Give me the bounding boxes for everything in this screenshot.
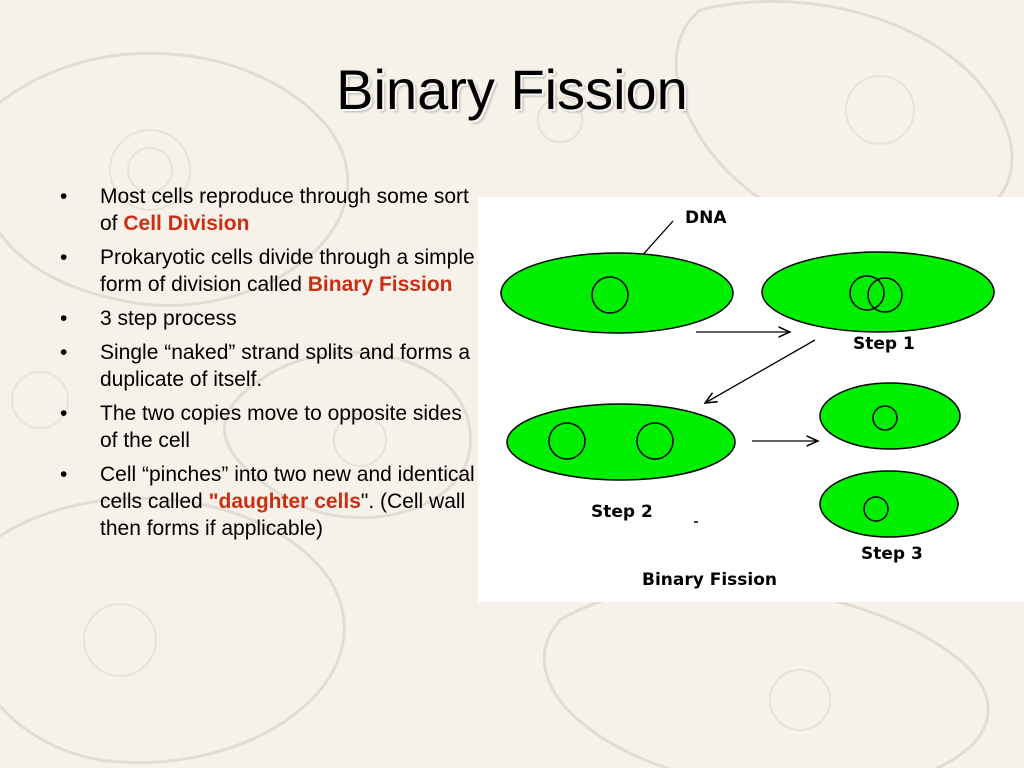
bullet-item: • Most cells reproduce through some sort…: [54, 183, 484, 237]
bullet-glyph: •: [60, 246, 68, 269]
bullet-text: 3 step process: [100, 307, 237, 330]
bullet-glyph: •: [60, 463, 68, 486]
step1-cell: [761, 251, 995, 333]
bullet-list: • Most cells reproduce through some sort…: [54, 183, 484, 549]
bullet-glyph: •: [60, 185, 68, 208]
daughter-cell-top: [819, 382, 961, 450]
daughter-cell-bottom: [819, 470, 959, 538]
binary-fission-diagram: DNA Step 1 Step 2 Step 3 Binary Fission: [478, 197, 1024, 602]
dna-copy-circle: [867, 277, 903, 313]
bullet-glyph: •: [60, 341, 68, 364]
dna-circle: [591, 276, 629, 314]
bullet-item: • 3 step process: [54, 305, 484, 332]
bullet-item: • Single “naked” strand splits and forms…: [54, 339, 484, 393]
arrow-to-step2: [705, 339, 816, 403]
bullet-glyph: •: [60, 402, 68, 425]
dna-circle: [863, 496, 889, 522]
highlight-term: Binary Fission: [307, 273, 453, 296]
bullet-item: • The two copies move to opposite sides …: [54, 400, 484, 454]
bullet-glyph: •: [60, 307, 68, 330]
step3-label: Step 3: [861, 544, 923, 564]
dna-label: DNA: [685, 208, 727, 228]
step1-label: Step 1: [853, 334, 915, 354]
bullet-item: • Cell “pinches” into two new and identi…: [54, 461, 484, 542]
highlight-term: "daughter cells: [208, 490, 361, 513]
dna-circle: [849, 275, 885, 311]
slide-title: Binary Fission: [336, 58, 688, 121]
dna-circle: [872, 405, 898, 431]
bullet-text: The two copies move to opposite sides of…: [100, 402, 462, 452]
bullet-text: Most cells reproduce through some sort o…: [100, 185, 469, 235]
bullet-text: Single “naked” strand splits and forms a…: [100, 341, 471, 391]
highlight-term: Cell Division: [123, 212, 250, 235]
step2-label: Step 2: [591, 502, 653, 522]
step2-cell: [506, 403, 736, 481]
parent-cell: [500, 252, 734, 334]
bullet-text: Prokaryotic cells divide through a simpl…: [100, 246, 475, 296]
bullet-text-tail: ". (Cell wall then forms if applicable): [100, 490, 466, 540]
dna-copy-circle: [636, 422, 674, 460]
diagram-canvas: DNA Step 1 Step 2 Step 3 Binary Fission: [500, 208, 995, 590]
diagram-caption: Binary Fission: [642, 570, 777, 590]
bullet-item: • Prokaryotic cells divide through a sim…: [54, 244, 484, 298]
bullet-text: Cell “pinches” into two new and identica…: [100, 463, 475, 513]
dna-circle: [548, 422, 586, 460]
